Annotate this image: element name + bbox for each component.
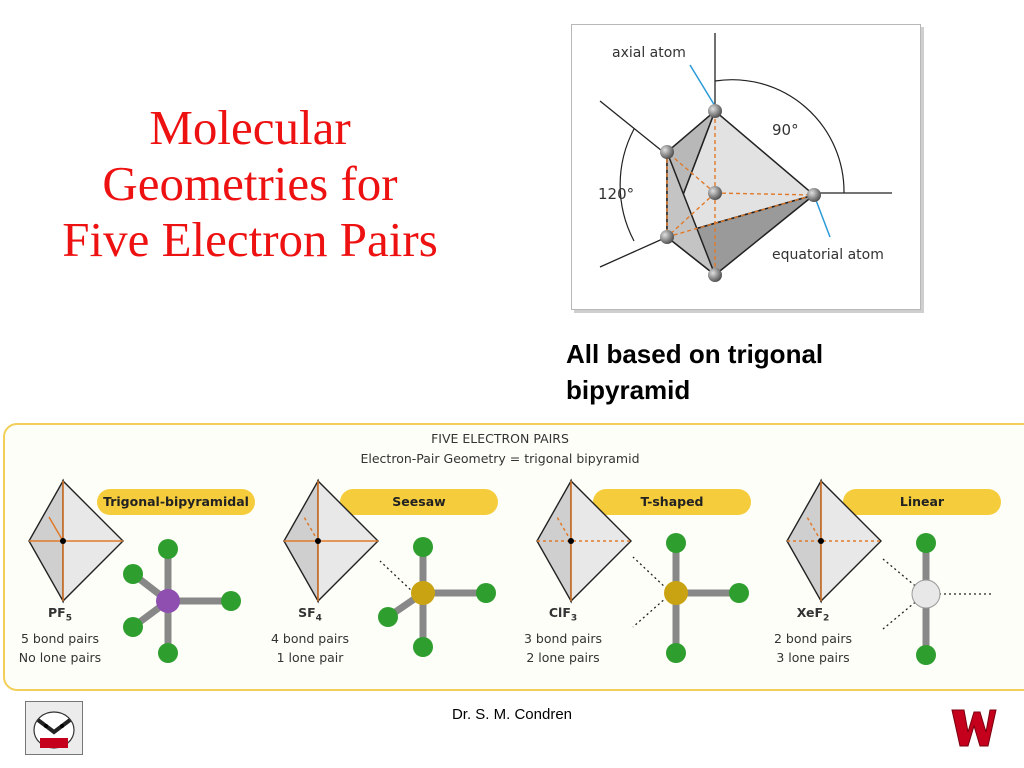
title-line-2: Geometries for xyxy=(102,156,398,211)
bond-pairs: 3 bond pairs xyxy=(523,630,603,646)
title-line-1: Molecular xyxy=(149,100,351,155)
footer-author: Dr. S. M. Condren xyxy=(451,706,573,723)
shape-pill-seesaw: Seesaw xyxy=(340,489,498,515)
lone-pairs: 2 lone pairs xyxy=(526,649,600,665)
badger-mascot-logo-icon xyxy=(25,701,83,755)
wisconsin-w-logo-icon xyxy=(950,704,998,750)
caption-line-2: bipyramid xyxy=(566,375,691,405)
equatorial-atom-label: equatorial atom xyxy=(772,247,884,263)
title-line-3: Five Electron Pairs xyxy=(62,212,438,267)
trigonal-bipyramid-figure: axial atom equatorial atom 90° 120° xyxy=(571,24,921,310)
molecule-formula: ClF3 xyxy=(548,605,578,624)
bond-pairs: 4 bond pairs xyxy=(270,630,350,646)
panel-header: FIVE ELECTRON PAIRS Electron-Pair Geomet… xyxy=(305,429,695,469)
bond-pairs: 5 bond pairs xyxy=(20,630,100,646)
trigonal-bipyramid-diagram: axial atom equatorial atom 90° 120° xyxy=(598,33,892,282)
molecule-label-pf5: PF5 5 bond pairs No lone pairs xyxy=(5,603,115,667)
molecule-label-clf3: ClF3 3 bond pairs 2 lone pairs xyxy=(508,603,618,667)
angle-90-label: 90° xyxy=(772,121,799,139)
lone-pairs: 3 lone pairs xyxy=(776,649,850,665)
axial-atom-label: axial atom xyxy=(612,45,686,61)
shape-pill-linear: Linear xyxy=(843,489,1001,515)
geometry-sf4 xyxy=(283,478,496,657)
geometry-xef2 xyxy=(786,478,993,665)
molecule-formula: PF5 xyxy=(48,605,72,624)
molecule-label-sf4: SF4 4 bond pairs 1 lone pair xyxy=(255,603,365,667)
panel-subheading: Electron-Pair Geometry = trigonal bipyra… xyxy=(360,451,640,466)
panel-heading: FIVE ELECTRON PAIRS xyxy=(431,431,569,446)
caption-line-1: All based on trigonal xyxy=(566,339,824,369)
geometry-pf5 xyxy=(28,478,241,663)
lone-pairs: No lone pairs xyxy=(18,649,102,665)
molecule-formula: SF4 xyxy=(298,605,322,624)
angle-120-label: 120° xyxy=(598,185,634,203)
molecule-formula: XeF2 xyxy=(796,605,830,624)
molecule-label-xef2: XeF2 2 bond pairs 3 lone pairs xyxy=(758,603,868,667)
five-electron-pairs-panel: FIVE ELECTRON PAIRS Electron-Pair Geomet… xyxy=(3,423,1024,691)
geometry-clf3 xyxy=(536,478,749,663)
slide-title: Molecular Geometries for Five Electron P… xyxy=(0,100,500,268)
shape-pill-t-shaped: T-shaped xyxy=(593,489,751,515)
caption: All based on trigonal bipyramid xyxy=(566,336,946,408)
shape-pill-trigonal-bipyramidal: Trigonal-bipyramidal xyxy=(97,489,255,515)
bond-pairs: 2 bond pairs xyxy=(773,630,853,646)
lone-pairs: 1 lone pair xyxy=(276,649,344,665)
